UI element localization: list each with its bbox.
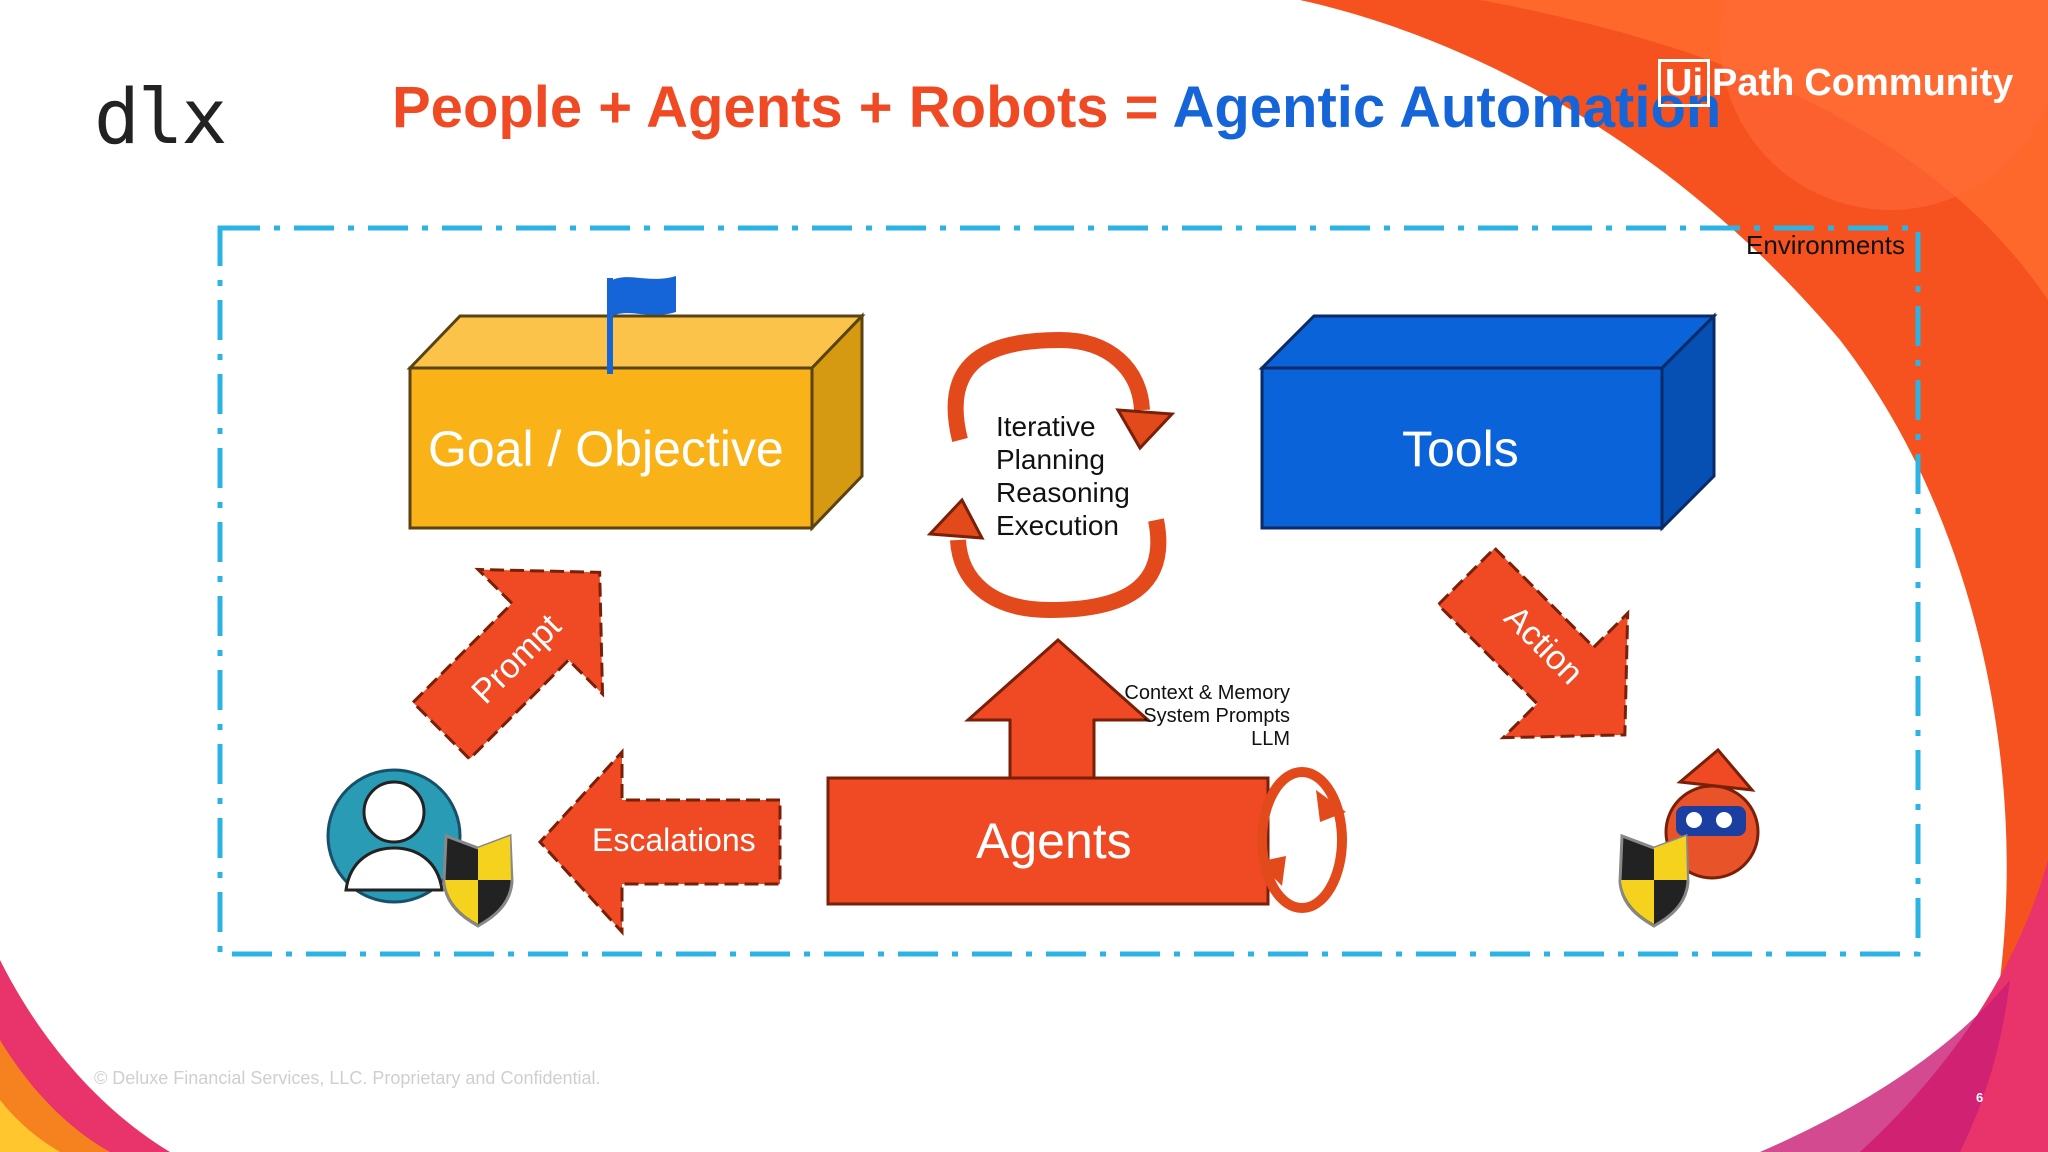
title-part-2: Agentic Automation <box>1172 75 1722 140</box>
tools-box <box>1258 312 1718 532</box>
escalations-arrow <box>537 748 782 936</box>
environment-frame <box>217 225 1921 957</box>
robot-mascot <box>1664 747 1760 880</box>
escalations-label: Escalations <box>592 822 756 858</box>
page-number: 6 <box>1976 1090 1984 1105</box>
cycle-step: Iterative <box>996 411 1096 442</box>
copyright-footer: © Deluxe Financial Services, LLC. Propri… <box>94 1068 601 1088</box>
context-item: LLM <box>1251 728 1290 750</box>
cycle-step: Planning <box>996 444 1105 475</box>
page-title: People + Agents + Robots = Agentic Autom… <box>392 74 1721 141</box>
shield-icon-right <box>1618 833 1690 928</box>
prompt-arrow <box>410 567 605 762</box>
tools-label: Tools <box>1402 421 1519 477</box>
cycle-step: Reasoning <box>996 477 1130 508</box>
agents-block <box>826 637 1347 913</box>
cycle-steps: Iterative Planning Reasoning Execution <box>996 410 1130 542</box>
context-list: Context & Memory System Prompts LLM <box>1110 682 1290 751</box>
goal-box <box>406 276 866 532</box>
context-item: Context & Memory <box>1124 682 1290 704</box>
context-item: System Prompts <box>1143 705 1290 727</box>
dlx-logo: dlx <box>94 72 227 161</box>
shield-icon-left <box>442 833 514 928</box>
title-part-1: People + Agents + Robots = <box>392 75 1173 140</box>
environments-label: Environments <box>1746 230 1905 260</box>
person-avatar <box>326 768 462 904</box>
cycle-step: Execution <box>996 510 1119 541</box>
brand-community: Community <box>1804 62 2014 104</box>
agents-label: Agents <box>976 813 1132 869</box>
brand-path: Path <box>1712 62 1795 104</box>
cycle-arrows <box>926 331 1176 619</box>
action-arrow <box>1436 546 1630 740</box>
goal-label: Goal / Objective <box>428 421 784 477</box>
brand-ui: Ui <box>1658 59 1710 107</box>
